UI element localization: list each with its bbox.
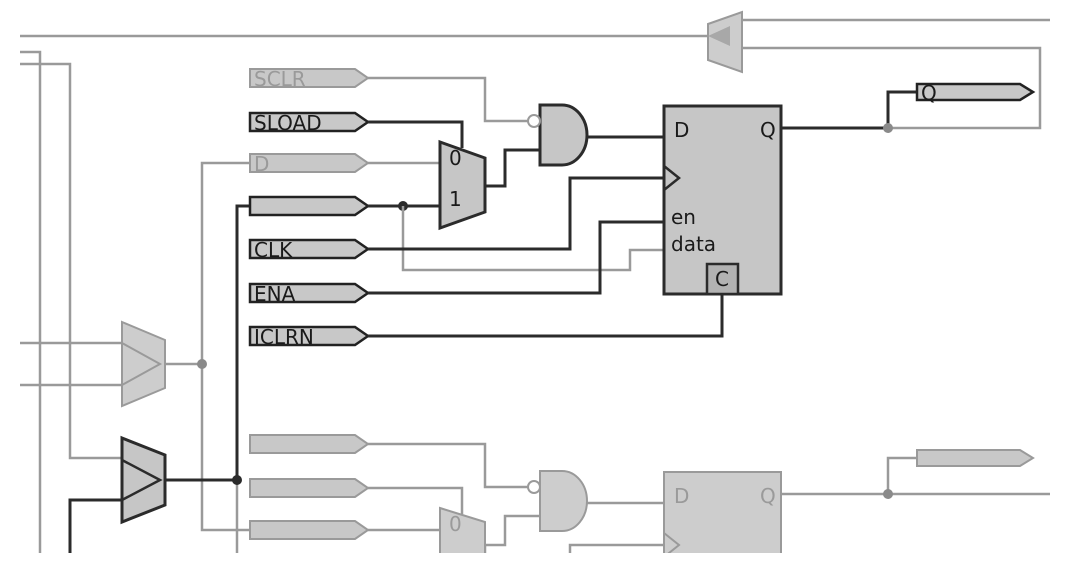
clock-triangle-icon [663,165,682,191]
junction-dot [883,489,893,499]
mux-bottom[interactable]: 0 [439,506,486,561]
inverter-bubble-icon [527,480,541,494]
dff-top-clear-box [705,262,740,296]
iclrn-wire [368,293,724,338]
dff-top-d-label: D [674,118,689,142]
dff-top[interactable]: D Q en data C [662,104,783,296]
and-gate-top[interactable] [527,103,589,167]
pin-clk[interactable]: CLK [248,238,371,262]
pin-sclr[interactable]: SCLR [249,67,370,91]
pin-sload-label: SLOAD [254,111,322,135]
output-pin-bottom[interactable] [916,449,1035,467]
output-pin-q-label: Q [921,81,937,105]
bottom-clk-wire [568,543,664,553]
junction-dot [883,123,893,133]
data-bus-wire [165,204,250,482]
dff-bottom-q-label: Q [760,484,776,508]
inverter-bubble-icon [527,114,541,128]
bottom-wire-1 [368,442,528,489]
and-gate-bottom[interactable] [527,470,588,532]
mux-bottom-in0-label: 0 [449,512,462,536]
mux-to-and-wire [485,148,540,188]
dff-top-q-label: Q [760,118,776,142]
dff-top-en-label: en [671,205,696,229]
pin-iclrn-label: ICLRN [254,325,314,349]
dff-top-data-label: data [671,232,716,256]
rail-wires [20,18,1050,553]
junction-dot [197,359,207,369]
sclr-wire [368,76,528,123]
left-rail-wire-2 [20,62,122,460]
left-mux-upper-arrow-icon [121,342,163,386]
pin-clk-label: CLK [254,238,293,262]
left-mux-lower-arrow-icon [121,458,163,502]
sload-wire [368,120,464,148]
dff-top-c-label: C [715,267,729,291]
dff-bottom-d-label: D [674,484,689,508]
clk-wire [368,176,664,251]
bottom-crop-mask [0,553,1066,577]
left-mux-lower-in-wire [68,498,122,553]
q-feedback-wire [742,46,1042,130]
feedback-mux-arrow-icon [708,26,730,46]
left-rail-wire-1 [20,50,42,553]
mux-top-in0-label: 0 [449,146,462,170]
bottom-q-output-wire [886,456,917,494]
left-mux-upper[interactable] [121,320,166,408]
output-pin-q[interactable]: Q [915,81,1036,105]
pin-bottom-2[interactable] [249,478,370,498]
pin-ena-label: ENA [254,282,296,306]
q-output-wire [781,90,917,130]
mux-top-in1-label: 1 [449,187,462,211]
pin-iclrn[interactable]: ICLRN [248,325,371,349]
left-mux-lower[interactable] [120,435,167,525]
pin-ena[interactable]: ENA [248,282,371,306]
pin-d[interactable]: D [249,152,370,176]
d-bus-wire [165,161,250,366]
pin-bottom-3[interactable] [249,520,370,540]
pin-bottom-1[interactable] [249,434,370,454]
junction-dot [232,475,242,485]
pin-d-label: D [254,152,269,176]
d-bus-wire-lower [200,364,250,532]
ena-wire [368,220,664,295]
bottom-wire-2 [368,486,464,514]
pin-sload[interactable]: SLOAD [248,111,371,135]
mux-top[interactable]: 0 1 [438,139,487,231]
pin-sclr-label: SCLR [254,67,306,91]
pin-data-bus[interactable] [248,195,371,217]
bottom-mux-to-and-wire [483,514,540,553]
